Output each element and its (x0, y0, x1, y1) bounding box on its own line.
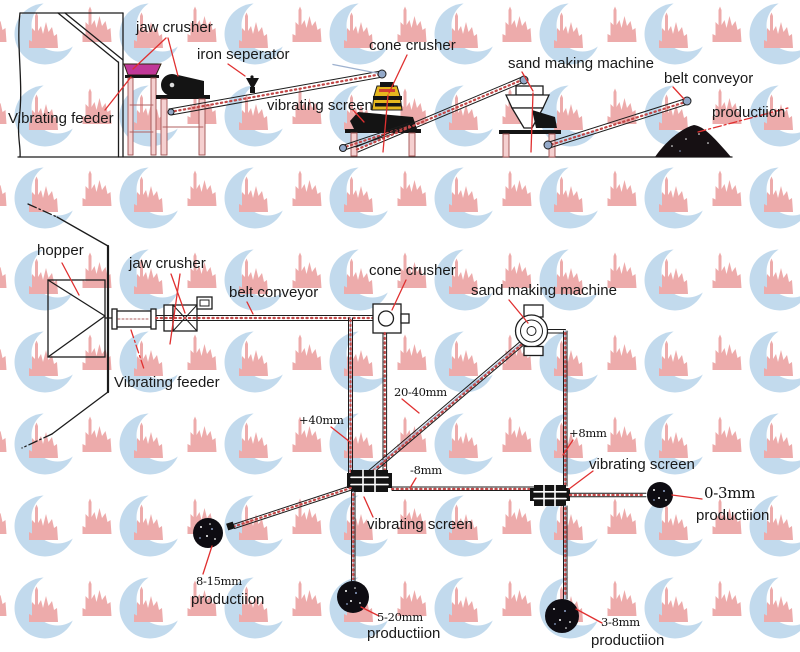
label-vibrating-feeder-top: Vibrating feeder (8, 110, 114, 127)
label-size-plus40mm: +40mm (299, 413, 344, 427)
bottom-flow-view (21, 203, 703, 633)
label-output-size-3-8: 3-8mm (601, 615, 640, 629)
label-sand-making-machine-top: sand making machine (508, 55, 654, 72)
cone-crusher-plan (372, 303, 410, 334)
label-vibrating-screen-1: vibrating screen (367, 516, 473, 533)
vibrating-screen-machine-top (345, 112, 421, 157)
label-vibrating-feeder-bottom: Vibrating feeder (114, 374, 220, 391)
vibrating-feeder-plan (104, 308, 157, 330)
label-size-plus8mm: +8mm (569, 426, 607, 440)
vibrating-screen-1-symbol (347, 469, 392, 493)
minus8-flow-line (390, 486, 535, 491)
label-cone-crusher-top: cone crusher (369, 37, 456, 54)
label-jaw-crusher-bottom: jaw crusher (129, 255, 206, 272)
label-production-top: productiion (712, 104, 786, 121)
plus40-flow-line (348, 317, 353, 485)
output-ball-0-3 (647, 482, 673, 508)
feed-wall-structure (17, 12, 124, 158)
label-output-size-0-3: 0-3mm (704, 484, 756, 502)
label-iron-separator: iron seperator (197, 46, 290, 63)
output-ball-3-8 (545, 599, 579, 633)
label-output-production-8-15: productiion (191, 591, 265, 608)
label-sand-making-machine-bottom: sand making machine (471, 282, 617, 299)
vibrating-screen-2-symbol (530, 484, 570, 507)
jaw-crusher-machine (156, 74, 210, 156)
hopper-structure (21, 203, 110, 449)
output-ball-5-20 (337, 581, 369, 613)
flow-line-3-8 (563, 505, 568, 600)
label-output-size-5-20: 5-20mm (377, 610, 423, 624)
label-output-production-5-20: productiion (367, 625, 441, 642)
production-pile (655, 125, 731, 157)
label-size-20-40mm: 20-40mm (394, 385, 447, 399)
flow-line-0-3 (568, 492, 647, 498)
label-hopper: hopper (37, 242, 84, 259)
label-belt-conveyor-top: belt conveyor (664, 70, 754, 87)
iron-separator-device (246, 75, 259, 93)
flow-line-20-40 (360, 339, 526, 481)
belt-conveyor-4 (543, 96, 692, 150)
output-ball-8-15 (193, 518, 223, 548)
label-belt-conveyor-bottom: belt conveyor (229, 284, 319, 301)
belt-conveyor-1 (167, 63, 387, 116)
label-output-production-3-8: productiion (591, 632, 665, 649)
label-output-size-8-15: 8-15mm (196, 574, 242, 588)
flow-belt-conveyor-line (154, 315, 376, 321)
label-output-production-0-3: productiion (696, 507, 770, 524)
sand-making-machine-plan (514, 304, 549, 357)
flow-line-8-15 (226, 485, 352, 531)
vibrating-feeder-machine (123, 63, 162, 156)
flow-line-5-20 (351, 491, 356, 582)
cone-discharge-line (382, 331, 388, 475)
label-jaw-crusher-top: jaw crusher (136, 19, 213, 36)
top-side-view (17, 12, 789, 158)
bottom-leader-lines (61, 262, 703, 624)
top-leader-lines (104, 37, 789, 153)
label-size-minus8mm: -8mm (410, 463, 442, 477)
label-vibrating-screen-2: vibrating screen (589, 456, 695, 473)
label-cone-crusher-bottom: cone crusher (369, 262, 456, 279)
plus8-flow-line (547, 329, 568, 487)
label-vibrating-screen-top: vibrating screen (267, 97, 373, 114)
